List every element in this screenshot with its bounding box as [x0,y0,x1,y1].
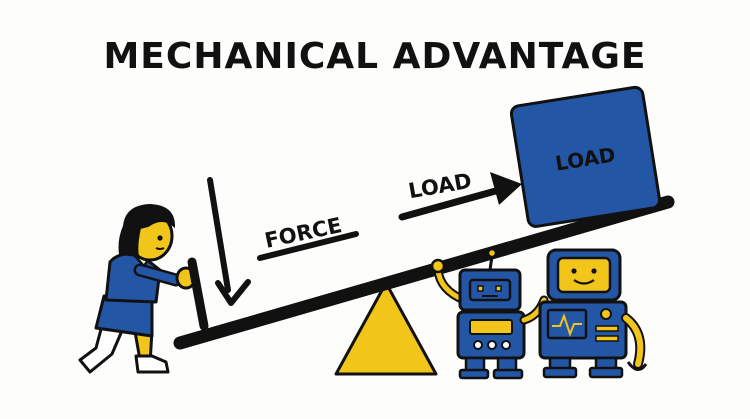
lever-beam [173,195,675,350]
fulcrum-triangle-icon [334,281,438,376]
girl-character [78,203,197,374]
arrow-down-icon [207,177,251,306]
force-underline [257,231,359,261]
load-block: LOAD [509,85,662,228]
lever-handle [187,257,209,331]
robot-small [430,247,549,380]
diagram-title: MECHANICAL ADVANTAGE [103,36,646,77]
arrow-right-icon [398,172,522,221]
robot-tall [538,248,648,379]
